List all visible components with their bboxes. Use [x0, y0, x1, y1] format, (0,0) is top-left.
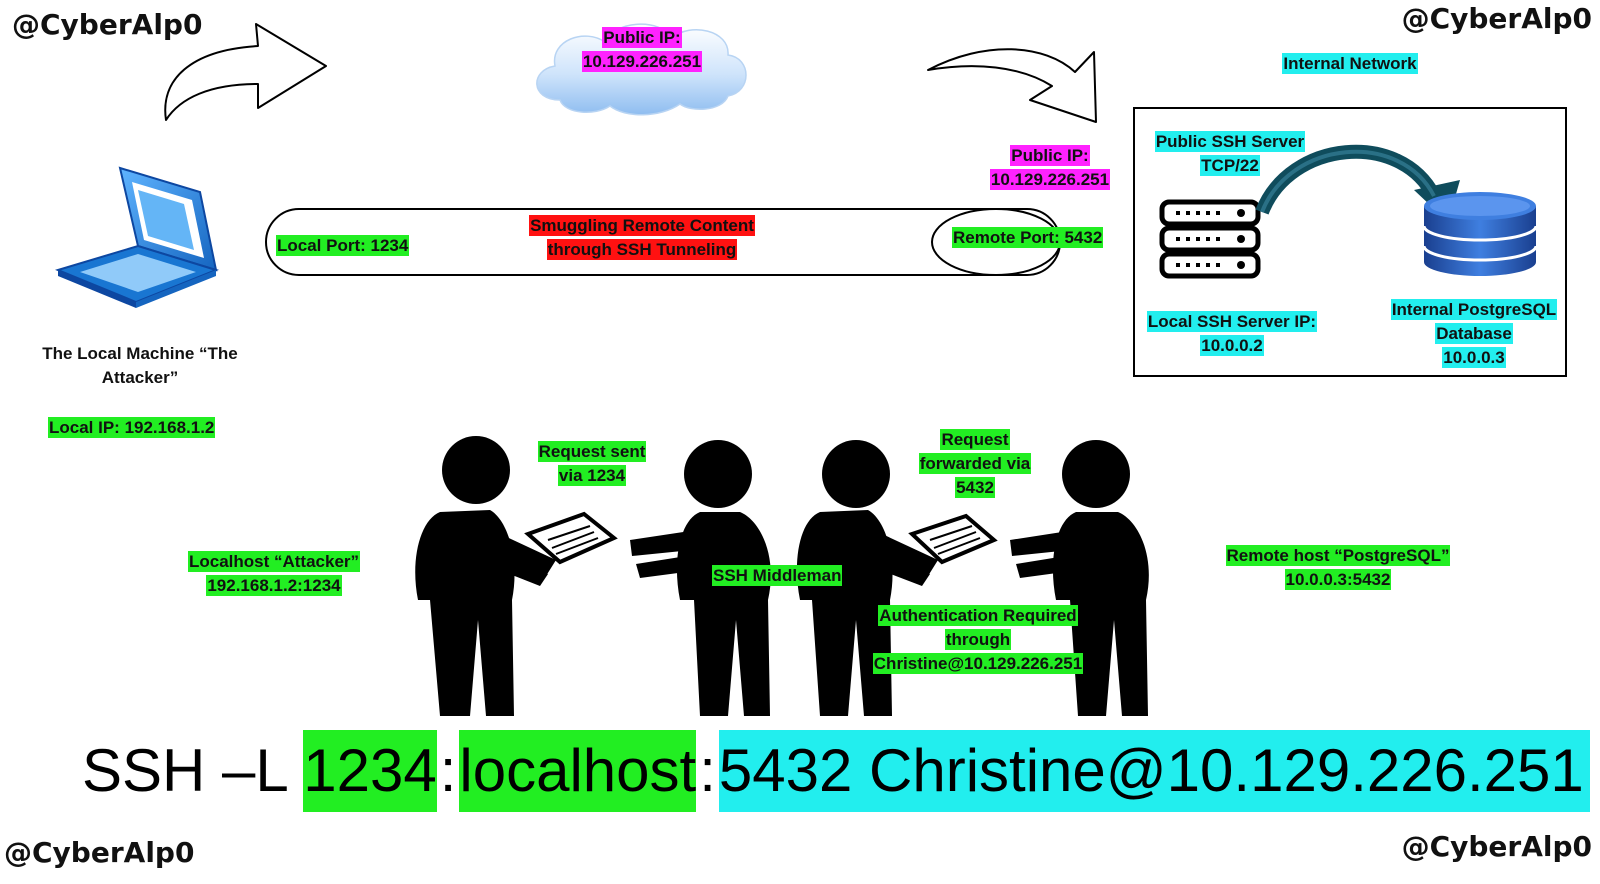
localhost-attacker-label: Localhost “Attacker” 192.168.1.2:1234: [176, 550, 372, 598]
local-machine-line1: The Local Machine “The: [42, 344, 238, 363]
local-machine-label: The Local Machine “The Attacker”: [22, 342, 258, 390]
public-ssh-server-label: Public SSH Server TCP/22: [1146, 130, 1314, 178]
authentication-line2: through: [944, 629, 1012, 650]
server-public-ip-label: Public IP: 10.129.226.251: [980, 144, 1120, 192]
curved-arrow-icon: [927, 48, 1097, 123]
public-ssh-server-port: TCP/22: [1200, 155, 1260, 176]
remote-host-line1: Remote host “PostgreSQL”: [1225, 545, 1451, 566]
tunnel-title: Smuggling Remote Content through SSH Tun…: [514, 214, 770, 262]
postgres-db-ip: 10.0.0.3: [1442, 347, 1506, 368]
request-forwarded-line1: Request: [940, 429, 1010, 450]
localhost-attacker-line1: Localhost “Attacker”: [187, 551, 361, 572]
public-ssh-server-line1: Public SSH Server: [1154, 131, 1306, 152]
watermark-bottom-right: @CyberAlp0: [1401, 830, 1592, 863]
curved-arrow-icon: [164, 23, 327, 121]
ssh-middleman-label: SSH Middleman: [712, 565, 843, 586]
internal-network-label: Internal Network: [1282, 53, 1418, 74]
local-machine-line2: Attacker”: [101, 368, 179, 387]
local-ssh-server-line1: Local SSH Server IP:: [1146, 311, 1318, 332]
server-public-ip-line1: Public IP:: [1010, 145, 1090, 166]
watermark-top-left: @CyberAlp0: [12, 8, 203, 41]
ssh-command: SSH –L 1234:localhost:5432 Christine@10.…: [82, 730, 1590, 812]
request-sent-line2: via 1234: [557, 465, 627, 486]
localhost-attacker-address: 192.168.1.2:1234: [206, 575, 342, 596]
postgres-db-label: Internal PostgreSQL Database 10.0.0.3: [1380, 298, 1568, 370]
tunnel-local-port-label: Local Port: 1234: [276, 235, 410, 256]
authentication-label: Authentication Required through Christin…: [860, 604, 1096, 676]
postgres-db-line1: Internal PostgreSQL: [1390, 299, 1558, 320]
authentication-credentials: Christine@10.129.226.251: [872, 653, 1084, 674]
request-sent-line1: Request sent: [537, 441, 647, 462]
authentication-line1: Authentication Required: [878, 605, 1078, 626]
tunnel-title-line2: through SSH Tunneling: [546, 239, 738, 260]
request-forwarded-line3: 5432: [955, 477, 995, 498]
document-icon: [524, 511, 618, 565]
cloud-public-ip-line1: Public IP:: [602, 27, 682, 48]
ssh-command-separator: :: [699, 737, 716, 804]
remote-host-label: Remote host “PostgreSQL” 10.0.0.3:5432: [1210, 544, 1466, 592]
local-ip-label: Local IP: 192.168.1.2: [48, 417, 216, 438]
document-icon: [908, 513, 998, 565]
cloud-public-ip-label: Public IP: 10.129.226.251: [574, 26, 710, 74]
watermark-bottom-left: @CyberAlp0: [4, 836, 195, 869]
server-public-ip-value: 10.129.226.251: [989, 169, 1111, 190]
remote-host-address: 10.0.0.3:5432: [1284, 569, 1392, 590]
ssh-command-host: localhost: [459, 730, 697, 812]
request-sent-label: Request sent via 1234: [524, 440, 660, 488]
tunnel-remote-port-label: Remote Port: 5432: [952, 227, 1104, 248]
ssh-command-prefix: SSH –L: [82, 737, 304, 804]
local-ssh-server-label: Local SSH Server IP: 10.0.0.2: [1136, 310, 1328, 358]
request-forwarded-line2: forwarded via: [918, 453, 1032, 474]
person-figure-icon: [796, 440, 938, 716]
postgres-db-line2: Database: [1435, 323, 1513, 344]
ssh-command-separator: :: [439, 737, 457, 804]
person-figure-icon: [415, 436, 556, 716]
local-ssh-server-ip: 10.0.0.2: [1200, 335, 1264, 356]
cloud-public-ip-value: 10.129.226.251: [581, 51, 703, 72]
watermark-top-right: @CyberAlp0: [1401, 2, 1592, 35]
server-icon: [1159, 199, 1261, 279]
person-figure-icon: [630, 440, 771, 716]
ssh-command-local-port: 1234: [303, 730, 437, 812]
tunnel-title-line1: Smuggling Remote Content: [529, 215, 755, 236]
ssh-command-target: 5432 Christine@10.129.226.251: [718, 730, 1590, 812]
request-forwarded-label: Request forwarded via 5432: [910, 428, 1040, 500]
laptop-icon: [55, 166, 220, 308]
database-icon: [1422, 192, 1538, 276]
